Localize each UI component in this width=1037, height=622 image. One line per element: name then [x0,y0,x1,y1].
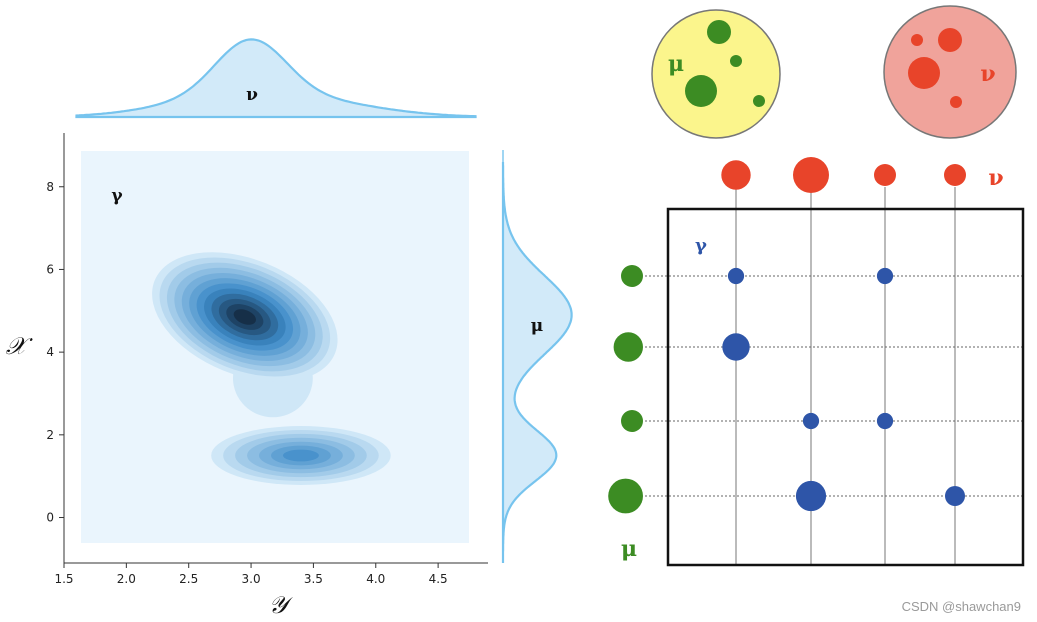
coupling-frame [666,207,1025,567]
mu-atom [613,332,644,362]
mu-atom [707,20,731,44]
mu-atom [753,95,765,107]
mu-disk-circle [651,9,781,139]
nu-disk: ν [883,5,1017,139]
right-marginal: μ [501,150,573,563]
joint-plot: 1.5 2.0 2.5 3.0 3.5 4.0 4.5 0 2 4 6 8 𝒴 𝒳 γ ν μ [6,38,573,619]
joint-label: γ [111,186,123,206]
coupling-gridlines [645,187,1023,565]
x-tick-label: 2.0 [117,572,136,586]
mu-disk-label: μ [668,51,684,77]
y-tick-label: 2 [46,428,54,442]
mu-atom [730,55,742,67]
plan-atoms [722,267,965,512]
nu-atom [950,96,962,108]
plan-atom [876,267,894,285]
x-tick-label: 2.5 [179,572,198,586]
nu-disk-label: ν [980,61,995,87]
x-ticks: 1.5 2.0 2.5 3.0 3.5 4.0 4.5 [54,563,448,586]
right-marginal-label: μ [531,316,543,336]
kde-contours [152,252,391,485]
nu-atom [944,164,966,186]
nu-atom [793,157,829,193]
y-ticks: 0 2 4 6 8 [46,180,64,525]
x-tick-label: 4.0 [366,572,385,586]
plan-label: γ [695,235,707,256]
x-tick-label: 4.5 [429,572,448,586]
watermark: CSDN @shawchan9 [902,599,1021,614]
y-tick-label: 0 [46,511,54,525]
x-tick-label: 1.5 [54,572,73,586]
x-tick-label: 3.5 [304,572,323,586]
top-marginal-curve [75,38,477,119]
top-marginal-label: ν [246,85,258,105]
nu-atom [908,57,940,89]
mu-atom [621,265,643,287]
y-tick-label: 8 [46,180,54,194]
right-marginal-curve [501,161,573,563]
y-tick-label: 6 [46,262,54,276]
nu-atom [911,34,923,46]
nu-atom [938,28,962,52]
mu-marginal-atoms [608,265,644,514]
mu-atom [685,75,717,107]
nu-atom [721,160,751,190]
plan-atom [727,267,745,285]
mu-disk: μ [651,9,781,139]
x-axis-label: 𝒴 [269,591,294,619]
x-tick-label: 3.0 [242,572,261,586]
nu-disk-circle [883,5,1017,139]
plan-atom [722,333,750,361]
y-axis-label: 𝒳 [6,332,34,360]
plan-atom [945,486,965,506]
plan-atom [876,412,894,430]
mu-atom [608,478,643,514]
kde-contour-level [233,309,256,325]
mu-row-label: μ [621,536,637,562]
coupling-matrix: γ ν μ [608,157,1025,567]
y-tick-label: 4 [46,345,54,359]
top-marginal: ν [75,38,477,119]
plan-atom [802,412,820,430]
nu-marginal-atoms [721,157,966,193]
plan-atom [795,480,827,512]
mu-atom [621,410,643,432]
nu-col-label: ν [988,165,1003,191]
nu-atom [874,164,896,186]
kde-contour-level [282,449,319,462]
